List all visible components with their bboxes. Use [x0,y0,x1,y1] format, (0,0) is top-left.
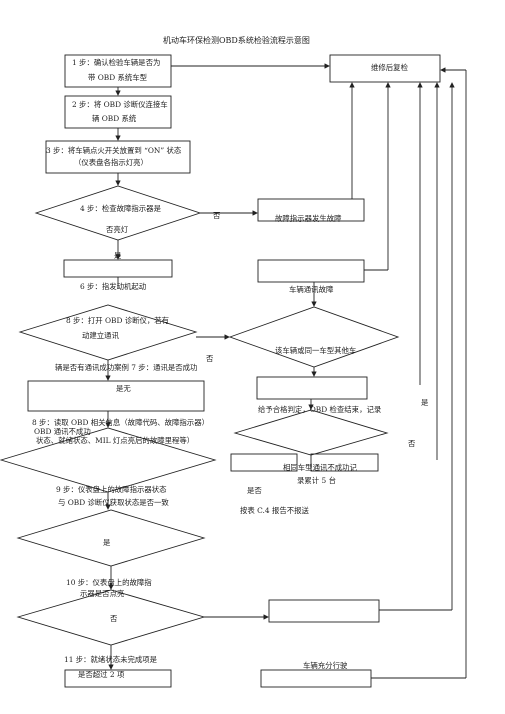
pass-record-box [256,376,368,400]
step4-label-line1: 4 步：检查故障指示器是 [80,204,161,213]
step2-label-line1: 2 步：将 OBD 诊断仪连接车 [72,100,168,109]
no-label-step8: 否 [206,354,214,363]
yes-label-right: 是 [421,398,429,407]
yes-label-step4: 是 [114,251,122,260]
step3-label-line1: 3 步：将车辆点火开关放置到 “ON” 状态 [46,146,182,155]
same-model-label: 该车辆或同一车型其他车 [275,346,357,355]
step11-label-line1: 11 步：就绪状态未完成项是 [64,655,158,664]
same-model-records-label: 相同车型通讯不成功记 [283,463,357,472]
records-count-label: 录累计 5 台 [297,476,336,485]
step10-label-line1: 10 步：仪表盘上的故障指 [66,578,152,587]
step1-label-line2: 带 OBD 系统车型 [88,73,148,82]
step9-label-line3: 状态、就绪状态、MIL 灯点亮后的故障里程等） [36,436,195,445]
no-label-right: 否 [408,439,416,448]
step2-label-line2: 辆 OBD 系统 [92,114,137,123]
step4-label-line2: 否亮灯 [106,225,129,234]
step6-label: 6 步：指发动机起动 [80,282,147,291]
step9x-label-line1: 9 步：仪表盘上的故障指示器状态 [56,485,167,494]
no-label-step10: 否 [110,614,118,623]
step8-diamond [18,304,198,361]
small-box-b [310,453,379,472]
comm-success-label: 辆是否有通讯成功案例 7 步：通讯是否成功 [55,363,198,372]
diagram-title: 机动车环保检测OBD系统检验流程示意图 [163,36,310,45]
fault-indicator-box [257,198,365,222]
same-model-diamond [228,306,400,368]
yes-no-label: 是无 [116,384,131,393]
step9-label-line2: OBD 通讯不成功 [34,427,91,436]
report-note: 按表 C.4 报告不报送 [240,506,309,515]
comm-fault-box [257,259,365,283]
comm-fault-label: 车辆通讯故障 [289,285,334,294]
step5-box [63,259,173,278]
pass-record-label: 给予合格判定，OBD 检查结束，记录 [258,405,382,414]
repair-recheck-label: 维修后复检 [371,63,408,72]
step3-label-line2: （仪表盘各指示灯亮） [74,158,148,167]
step1-label-line1: 1 步：确认检验车辆是否为 [72,58,161,67]
step10-right-box [268,599,380,623]
step9x-label-line2: 与 OBD 诊断仪获取状态是否一致 [58,498,169,507]
fully-driven-box [260,669,372,688]
step9-diamond [0,427,217,493]
yes-label-step9x: 是 [103,538,111,547]
small-box-a [230,453,298,472]
step8-label-line1: 8 步：打开 OBD 诊断仪，若有 [66,316,170,325]
step11-box [64,669,172,688]
fault-indicator-label: 故障指示器发生故障 [275,214,342,223]
no-label-step4: 否 [213,211,221,220]
comm-record-diamond [233,409,389,456]
step9x-diamond [16,509,206,567]
repair-recheck-box [329,54,441,83]
step11-label-line2: 是否超过 2 项 [78,670,125,679]
step10-label-line2: 示器是否点亮 [80,589,125,598]
fully-driven-label: 车辆充分行驶 [303,661,348,670]
yes-no-label-2: 是否 [247,486,262,495]
step8-label-line2: 动建立通讯 [82,331,119,340]
step7-box [27,380,205,412]
step9-label-line1: 8 步：读取 OBD 相关信息（故障代码、故障指示器） [32,418,209,427]
